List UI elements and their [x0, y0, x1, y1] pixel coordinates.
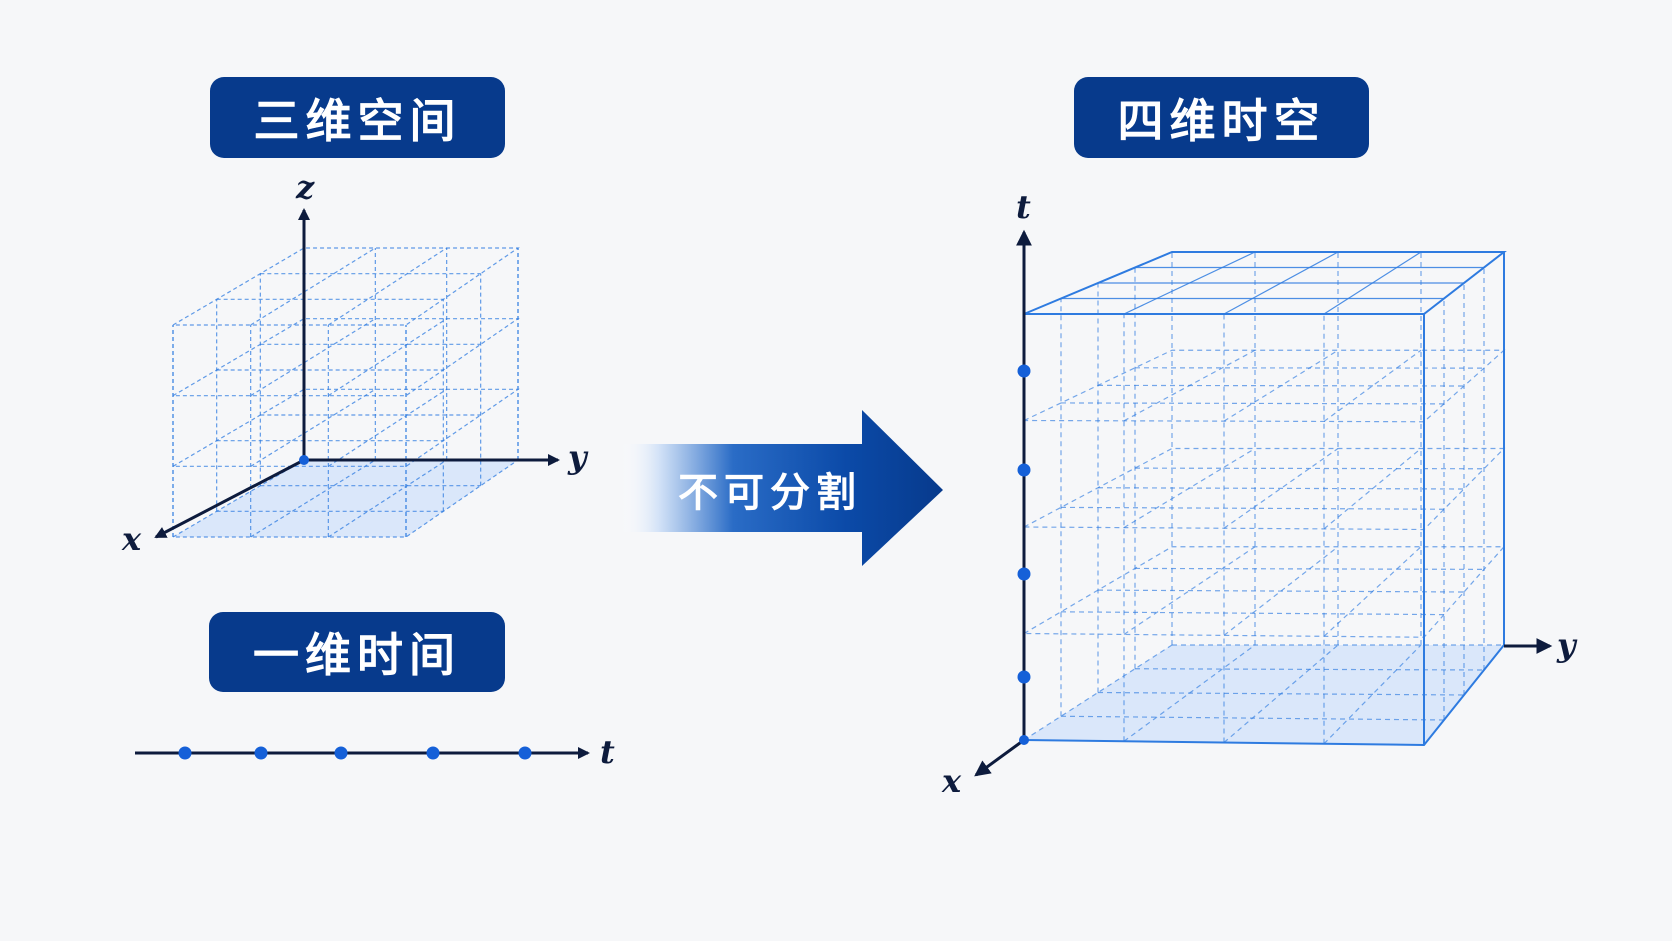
- four-dimensional-grid-cube: [1021, 251, 1507, 747]
- grid-level: [170, 247, 520, 326]
- one-dimensional-timeline: t: [135, 733, 615, 771]
- grid-line: [1323, 546, 1422, 637]
- grid-line: [328, 247, 447, 326]
- time-point-dot: [254, 746, 268, 760]
- inseparable-text: 不可分割: [678, 470, 862, 516]
- x-axis: [154, 458, 305, 539]
- origin-dot: [299, 455, 309, 465]
- grid-line: [328, 318, 447, 397]
- grid-line: [250, 388, 376, 467]
- y-axis-label: y: [567, 438, 589, 476]
- one-dimensional-time-label: 一维时间: [209, 612, 505, 692]
- grid-line: [250, 459, 376, 538]
- t-axis-label: t: [600, 733, 615, 771]
- x-axis-label-4d: x: [941, 762, 962, 800]
- time-point-dot: [178, 746, 192, 760]
- time-axis-dot: [1017, 463, 1031, 477]
- three-d-axes: z y x: [121, 168, 589, 558]
- grid-line: [250, 247, 376, 326]
- time-axis-dot: [1017, 364, 1031, 378]
- inseparable-arrow: 不可分割: [620, 410, 943, 566]
- grid-line: [328, 459, 447, 538]
- three-dimensional-space-label: 三维空间: [210, 77, 505, 158]
- floor-grid-line: [1097, 691, 1465, 696]
- three-dimensional-grid-cube: [170, 247, 520, 538]
- time-point-dot: [518, 746, 532, 760]
- grid-line: [1323, 349, 1422, 422]
- top-grid-line: [1323, 251, 1422, 315]
- grid-line: [1097, 487, 1465, 490]
- grid-line: [328, 388, 447, 467]
- four-d-axes: t y x: [941, 188, 1578, 800]
- t-axis-label-4d: t: [1016, 188, 1031, 226]
- grid-line: [1097, 589, 1465, 593]
- time-slice-level: [1021, 546, 1506, 638]
- grid-line: [1134, 467, 1485, 470]
- grid-line: [1060, 506, 1445, 510]
- grid-line: [1060, 402, 1445, 405]
- arrow-shape: [620, 410, 943, 566]
- y-axis-label-4d: y: [1556, 626, 1578, 664]
- z-axis-label: z: [295, 168, 315, 206]
- four-dimensional-spacetime-label: 四维时空: [1074, 77, 1369, 158]
- x-axis-label: x: [121, 520, 142, 558]
- grid-level: [170, 318, 520, 397]
- floor-grid-line: [1134, 668, 1485, 671]
- floor-plane-4d: [1024, 645, 1504, 745]
- x-axis-4d: [974, 738, 1025, 777]
- time-axis-dot: [1017, 670, 1031, 684]
- origin-dot-4d: [1019, 735, 1029, 745]
- time-point-dot: [426, 746, 440, 760]
- grid-level: [170, 388, 520, 467]
- time-axis-dot: [1017, 567, 1031, 581]
- time-point-dot: [334, 746, 348, 760]
- floor-back-edge: [1023, 644, 1173, 741]
- grid-line: [250, 318, 376, 397]
- floor-plane: [173, 460, 518, 537]
- grid-line: [1134, 567, 1485, 570]
- grid-line: [1323, 448, 1422, 530]
- grid-line: [1097, 384, 1465, 387]
